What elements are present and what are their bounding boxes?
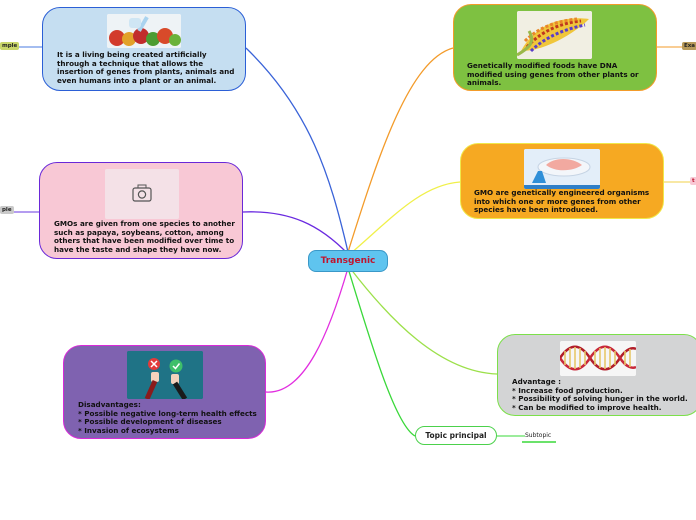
- dna-helix-image: [560, 341, 636, 376]
- edge-tag-left-mid[interactable]: ple: [0, 206, 14, 214]
- disadvantages-text: Disadvantages: * Possible negative long-…: [78, 400, 257, 435]
- definition-node[interactable]: It is a living being created artificiall…: [42, 7, 246, 91]
- species-text: GMOs are given from one species to anoth…: [54, 219, 235, 254]
- central-topic[interactable]: Transgenic: [308, 250, 388, 272]
- edge-tag-right-top[interactable]: Exa: [682, 42, 696, 50]
- advantages-node[interactable]: Advantage : * Increase food production. …: [497, 334, 696, 416]
- link-organisms: [349, 181, 461, 255]
- definition-text: It is a living being created artificiall…: [57, 50, 235, 85]
- vegetables-syringe-image: [107, 14, 181, 48]
- link-advantages: [349, 267, 498, 375]
- link-disadvantages: [265, 267, 349, 393]
- link-foods: [347, 47, 454, 253]
- organisms-text: GMO are genetically engineered organisms…: [474, 188, 650, 215]
- link-topic-principal: [347, 267, 416, 437]
- link-species: [242, 211, 349, 255]
- edge-tag-left-top[interactable]: mple: [0, 42, 20, 50]
- gmo-yes-no-hands-image: [127, 351, 203, 399]
- advantages-text: Advantage : * Increase food production. …: [512, 377, 688, 412]
- subtopic[interactable]: Subtopic: [525, 432, 552, 439]
- colorful-corn-image: [517, 11, 592, 59]
- species-node[interactable]: GMOs are given from one species to anoth…: [39, 162, 243, 259]
- foods-node[interactable]: Genetically modified foods have DNA modi…: [453, 4, 657, 91]
- link-definition: [245, 47, 349, 253]
- edge-tag-right-mid[interactable]: t: [690, 177, 696, 185]
- camera-placeholder-icon: [105, 169, 179, 219]
- foods-text: Genetically modified foods have DNA modi…: [467, 61, 639, 88]
- disadvantages-node[interactable]: Disadvantages: * Possible negative long-…: [63, 345, 266, 439]
- petri-dish-lab-image: [524, 149, 600, 189]
- organisms-node[interactable]: GMO are genetically engineered organisms…: [460, 143, 664, 219]
- topic-principal[interactable]: Topic principal: [415, 426, 497, 445]
